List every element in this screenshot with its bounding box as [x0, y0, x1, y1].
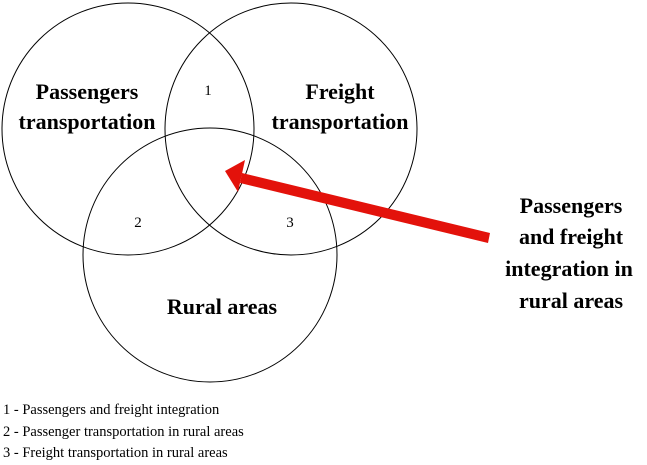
legend-item-2: 2 - Passenger transportation in rural ar… [3, 423, 244, 440]
region-label-2: 2 [134, 215, 142, 231]
region-label-3: 3 [286, 215, 294, 231]
callout-line4: rural areas [519, 288, 624, 313]
legend-item-1: 1 - Passengers and freight integration [3, 402, 220, 418]
set-label-freight-line1: Freight [305, 79, 375, 104]
set-label-freight-line2: transportation [272, 109, 409, 134]
circle-rural [82, 127, 338, 383]
callout-arrow [225, 160, 490, 243]
set-label-passengers-line1: Passengers [36, 79, 139, 104]
callout-line1: Passengers [520, 193, 623, 218]
circle-passengers [1, 2, 255, 256]
legend: 1 - Passengers and freight integration 2… [3, 400, 244, 465]
set-label-passengers-line2: transportation [19, 109, 156, 134]
region-label-1: 1 [204, 83, 212, 99]
legend-item-3: 3 - Freight transportation in rural area… [3, 445, 228, 461]
callout-line3: integration in [505, 256, 633, 281]
set-label-rural: Rural areas [167, 294, 278, 319]
circle-freight [164, 2, 418, 256]
callout-line2: and freight [519, 224, 624, 249]
